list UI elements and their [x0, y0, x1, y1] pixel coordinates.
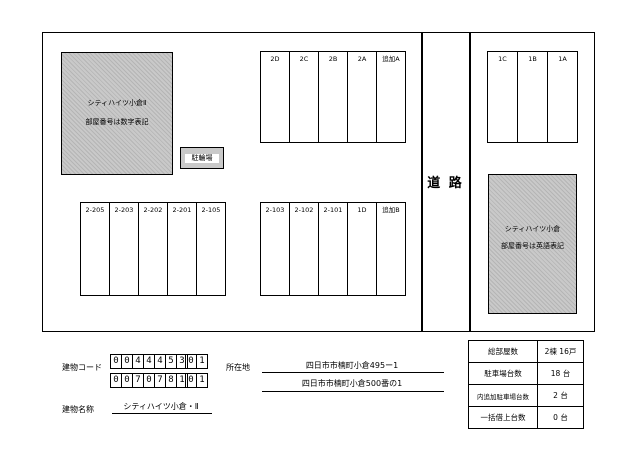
parking-space-label: 1D — [357, 206, 367, 214]
summary-label: 駐車場台数 — [468, 362, 538, 385]
parking-space: 2B — [318, 51, 348, 143]
parking-space: 1A — [547, 51, 578, 143]
parking-space: 2D — [260, 51, 290, 143]
address-line-2: 四日市市楠町小倉500番の1 — [301, 379, 403, 388]
summary-row: 一括借上台数 0 台 — [468, 406, 584, 429]
summary-label: 総部屋数 — [468, 340, 538, 363]
parking-space: 追加A — [376, 51, 406, 143]
summary-value: 2 台 — [537, 384, 584, 407]
parking-space-label: 2-103 — [265, 206, 285, 214]
parking-space-label: 2-205 — [85, 206, 105, 214]
building-b-name: シティハイツ小倉 — [504, 225, 561, 233]
road-label: 道 路 — [427, 176, 464, 191]
parking-space-label: 2D — [270, 55, 280, 63]
parking-space-label: 2-201 — [172, 206, 192, 214]
building-name-value: シティハイツ小倉・Ⅱ — [123, 402, 199, 411]
parking-space-label: 1C — [498, 55, 507, 63]
building-code-label: 建物コード — [62, 363, 102, 372]
parking-space: 2A — [347, 51, 377, 143]
parking-space: 2-101 — [318, 202, 348, 296]
road-right-edge — [469, 32, 471, 332]
address-underline-1 — [262, 372, 444, 373]
parking-row-top-middle: 2D 2C 2B 2A 追加A — [260, 51, 406, 143]
parking-space-label: 追加B — [382, 206, 400, 214]
summary-row: 総部屋数 2棟 16戸 — [468, 340, 584, 363]
summary-row: 駐車場台数 18 台 — [468, 362, 584, 385]
building-city-heights-kokura: シティハイツ小倉 部屋番号は英語表記 — [488, 174, 577, 314]
parking-space: 1C — [487, 51, 518, 143]
code-digit: 1 — [176, 373, 188, 388]
building-code-row-1-suffix: 0 1 — [185, 354, 208, 369]
parking-space-label: 1B — [528, 55, 537, 63]
parking-space: 2-105 — [196, 202, 226, 296]
parking-space: 2C — [289, 51, 319, 143]
building-code-row-2: 0 0 7 0 7 8 1 — [110, 373, 188, 388]
parking-space: 2-102 — [289, 202, 319, 296]
parking-row-top-right: 1C 1B 1A — [487, 51, 578, 143]
site-plan-frame — [42, 32, 595, 332]
parking-space-label: 2-105 — [201, 206, 221, 214]
parking-space-label: 2-203 — [114, 206, 134, 214]
parking-space: 2-103 — [260, 202, 290, 296]
parking-space-label: 2-101 — [323, 206, 343, 214]
parking-space-label: 2C — [299, 55, 309, 63]
summary-table: 総部屋数 2棟 16戸 駐車場台数 18 台 内追加駐車場台数 2 台 一括借上… — [468, 340, 584, 429]
bike-parking: 駐輪場 — [180, 147, 224, 169]
code-digit: 1 — [196, 373, 208, 388]
building-code-row-2-suffix: 0 1 — [185, 373, 208, 388]
parking-space: 1D — [347, 202, 377, 296]
building-code-row-1: 0 0 4 4 4 5 3 — [110, 354, 188, 369]
summary-row: 内追加駐車場台数 2 台 — [468, 384, 584, 407]
summary-value: 0 台 — [537, 406, 584, 429]
address-underline-2 — [262, 391, 444, 392]
road-left-edge — [421, 32, 423, 332]
parking-space-label: 2-202 — [143, 206, 163, 214]
parking-row-bottom-middle: 2-103 2-102 2-101 1D 追加B — [260, 202, 406, 296]
parking-space: 2-202 — [138, 202, 168, 296]
parking-space-label: 2B — [328, 55, 338, 63]
parking-space: 2-203 — [109, 202, 139, 296]
building-name-underline — [112, 413, 212, 414]
parking-space: 追加B — [376, 202, 406, 296]
parking-space-label: 2-102 — [294, 206, 314, 214]
building-a-note: 部屋番号は数字表記 — [85, 118, 149, 126]
building-b-note: 部屋番号は英語表記 — [501, 242, 564, 250]
parking-row-bottom-left: 2-205 2-203 2-202 2-201 2-105 — [80, 202, 226, 296]
building-name-label: 建物名称 — [62, 405, 94, 414]
parking-space-label: 追加A — [382, 55, 400, 63]
summary-label: 内追加駐車場台数 — [468, 384, 538, 407]
code-digit: 3 — [176, 354, 188, 369]
parking-space-label: 2A — [357, 55, 367, 63]
address-line-1: 四日市市楠町小倉495ー1 — [305, 361, 399, 370]
summary-value: 18 台 — [537, 362, 584, 385]
address-label: 所在地 — [226, 363, 250, 372]
parking-space-label: 1A — [558, 55, 567, 63]
summary-label: 一括借上台数 — [468, 406, 538, 429]
parking-space: 1B — [517, 51, 548, 143]
summary-value: 2棟 16戸 — [537, 340, 584, 363]
parking-space: 2-201 — [167, 202, 197, 296]
code-digit: 1 — [196, 354, 208, 369]
building-city-heights-kokura-2: シティハイツ小倉Ⅱ 部屋番号は数字表記 — [61, 52, 173, 175]
building-a-name: シティハイツ小倉Ⅱ — [87, 99, 147, 107]
parking-space: 2-205 — [80, 202, 110, 296]
bike-parking-label: 駐輪場 — [185, 154, 219, 163]
